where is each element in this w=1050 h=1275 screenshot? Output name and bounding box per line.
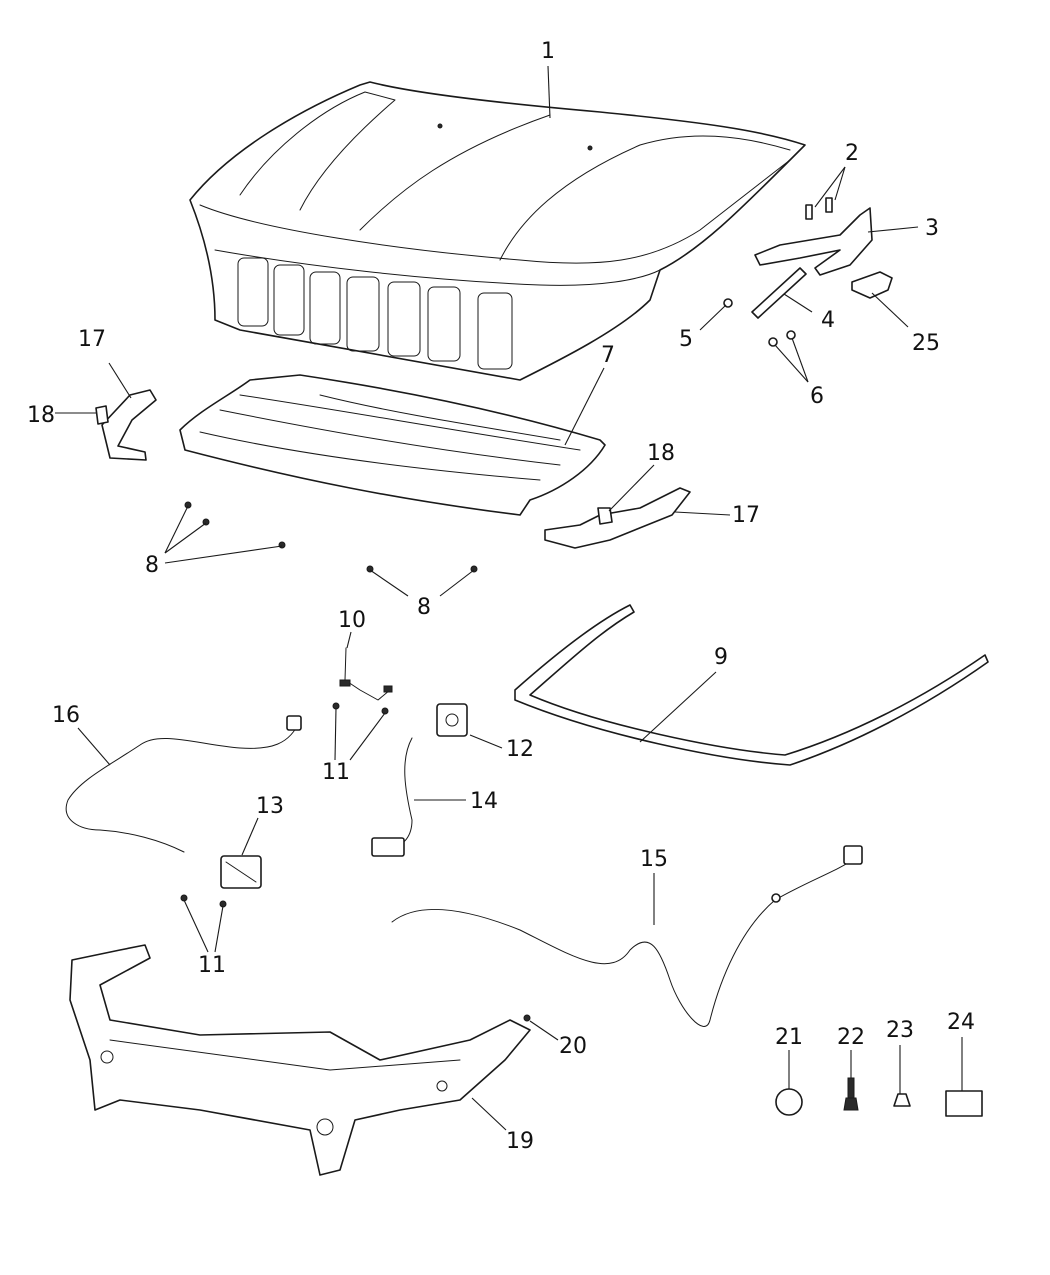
callout-24: 24: [947, 1010, 975, 1035]
callout-4: 4: [821, 308, 835, 333]
callout-7: 7: [601, 343, 615, 368]
callout-15: 15: [640, 847, 668, 872]
callout-3: 3: [925, 216, 939, 241]
callout-13: 13: [256, 794, 284, 819]
push-pin-part: [184, 501, 478, 573]
leader-lines: [55, 65, 963, 1131]
callout-18b: 18: [647, 441, 675, 466]
callout-5: 5: [679, 327, 693, 352]
callout-12: 12: [506, 737, 534, 762]
label-part: [945, 1090, 983, 1117]
callout-9: 9: [714, 645, 728, 670]
hood-latch-part: [436, 703, 468, 737]
callout-11b: 11: [198, 953, 226, 978]
callout-2: 2: [845, 141, 859, 166]
callout-16: 16: [52, 703, 80, 728]
hood-seal-part: [514, 604, 989, 766]
callout-8b: 8: [417, 595, 431, 620]
grommet-part: [893, 1093, 911, 1107]
prop-rod-part: [751, 267, 807, 319]
secondary-latch-part: [220, 855, 262, 889]
callout-25: 25: [912, 331, 940, 356]
release-handle-cable-part: [391, 845, 863, 1027]
clip-part: [843, 1077, 859, 1111]
hood-hinge-bumper-right-part: [544, 487, 691, 549]
hood-hinge-left-part: [95, 389, 157, 461]
callout-14: 14: [470, 789, 498, 814]
hood-insulator-part: [179, 374, 606, 516]
plug-part: [775, 1088, 803, 1116]
latch-cable-part: [371, 737, 413, 857]
screw-part: [523, 1014, 531, 1022]
callout-18a: 18: [27, 403, 55, 428]
radiator-support-part: [69, 944, 531, 1176]
fastener-part: [180, 702, 389, 908]
callout-1: 1: [541, 39, 555, 64]
hood-part: [189, 81, 806, 381]
callout-23: 23: [886, 1018, 914, 1043]
release-cable-part: [65, 715, 302, 853]
callout-17a: 17: [78, 327, 106, 352]
callout-8a: 8: [145, 553, 159, 578]
callout-10: 10: [338, 608, 366, 633]
callout-6: 6: [810, 384, 824, 409]
callout-labels: 1 2 3 4 5 6 7 8 8 9 10 11 11 12 13 14 15…: [27, 39, 975, 1154]
hood-hinge-right-part: [754, 207, 873, 276]
callout-19: 19: [506, 1129, 534, 1154]
callout-17b: 17: [732, 503, 760, 528]
bolt-part: [805, 197, 833, 220]
bracket-part: [851, 271, 893, 299]
callout-20: 20: [559, 1034, 587, 1059]
wire-harness-part: [339, 647, 393, 701]
callout-22: 22: [837, 1025, 865, 1050]
callout-21: 21: [775, 1025, 803, 1050]
callout-11a: 11: [322, 760, 350, 785]
